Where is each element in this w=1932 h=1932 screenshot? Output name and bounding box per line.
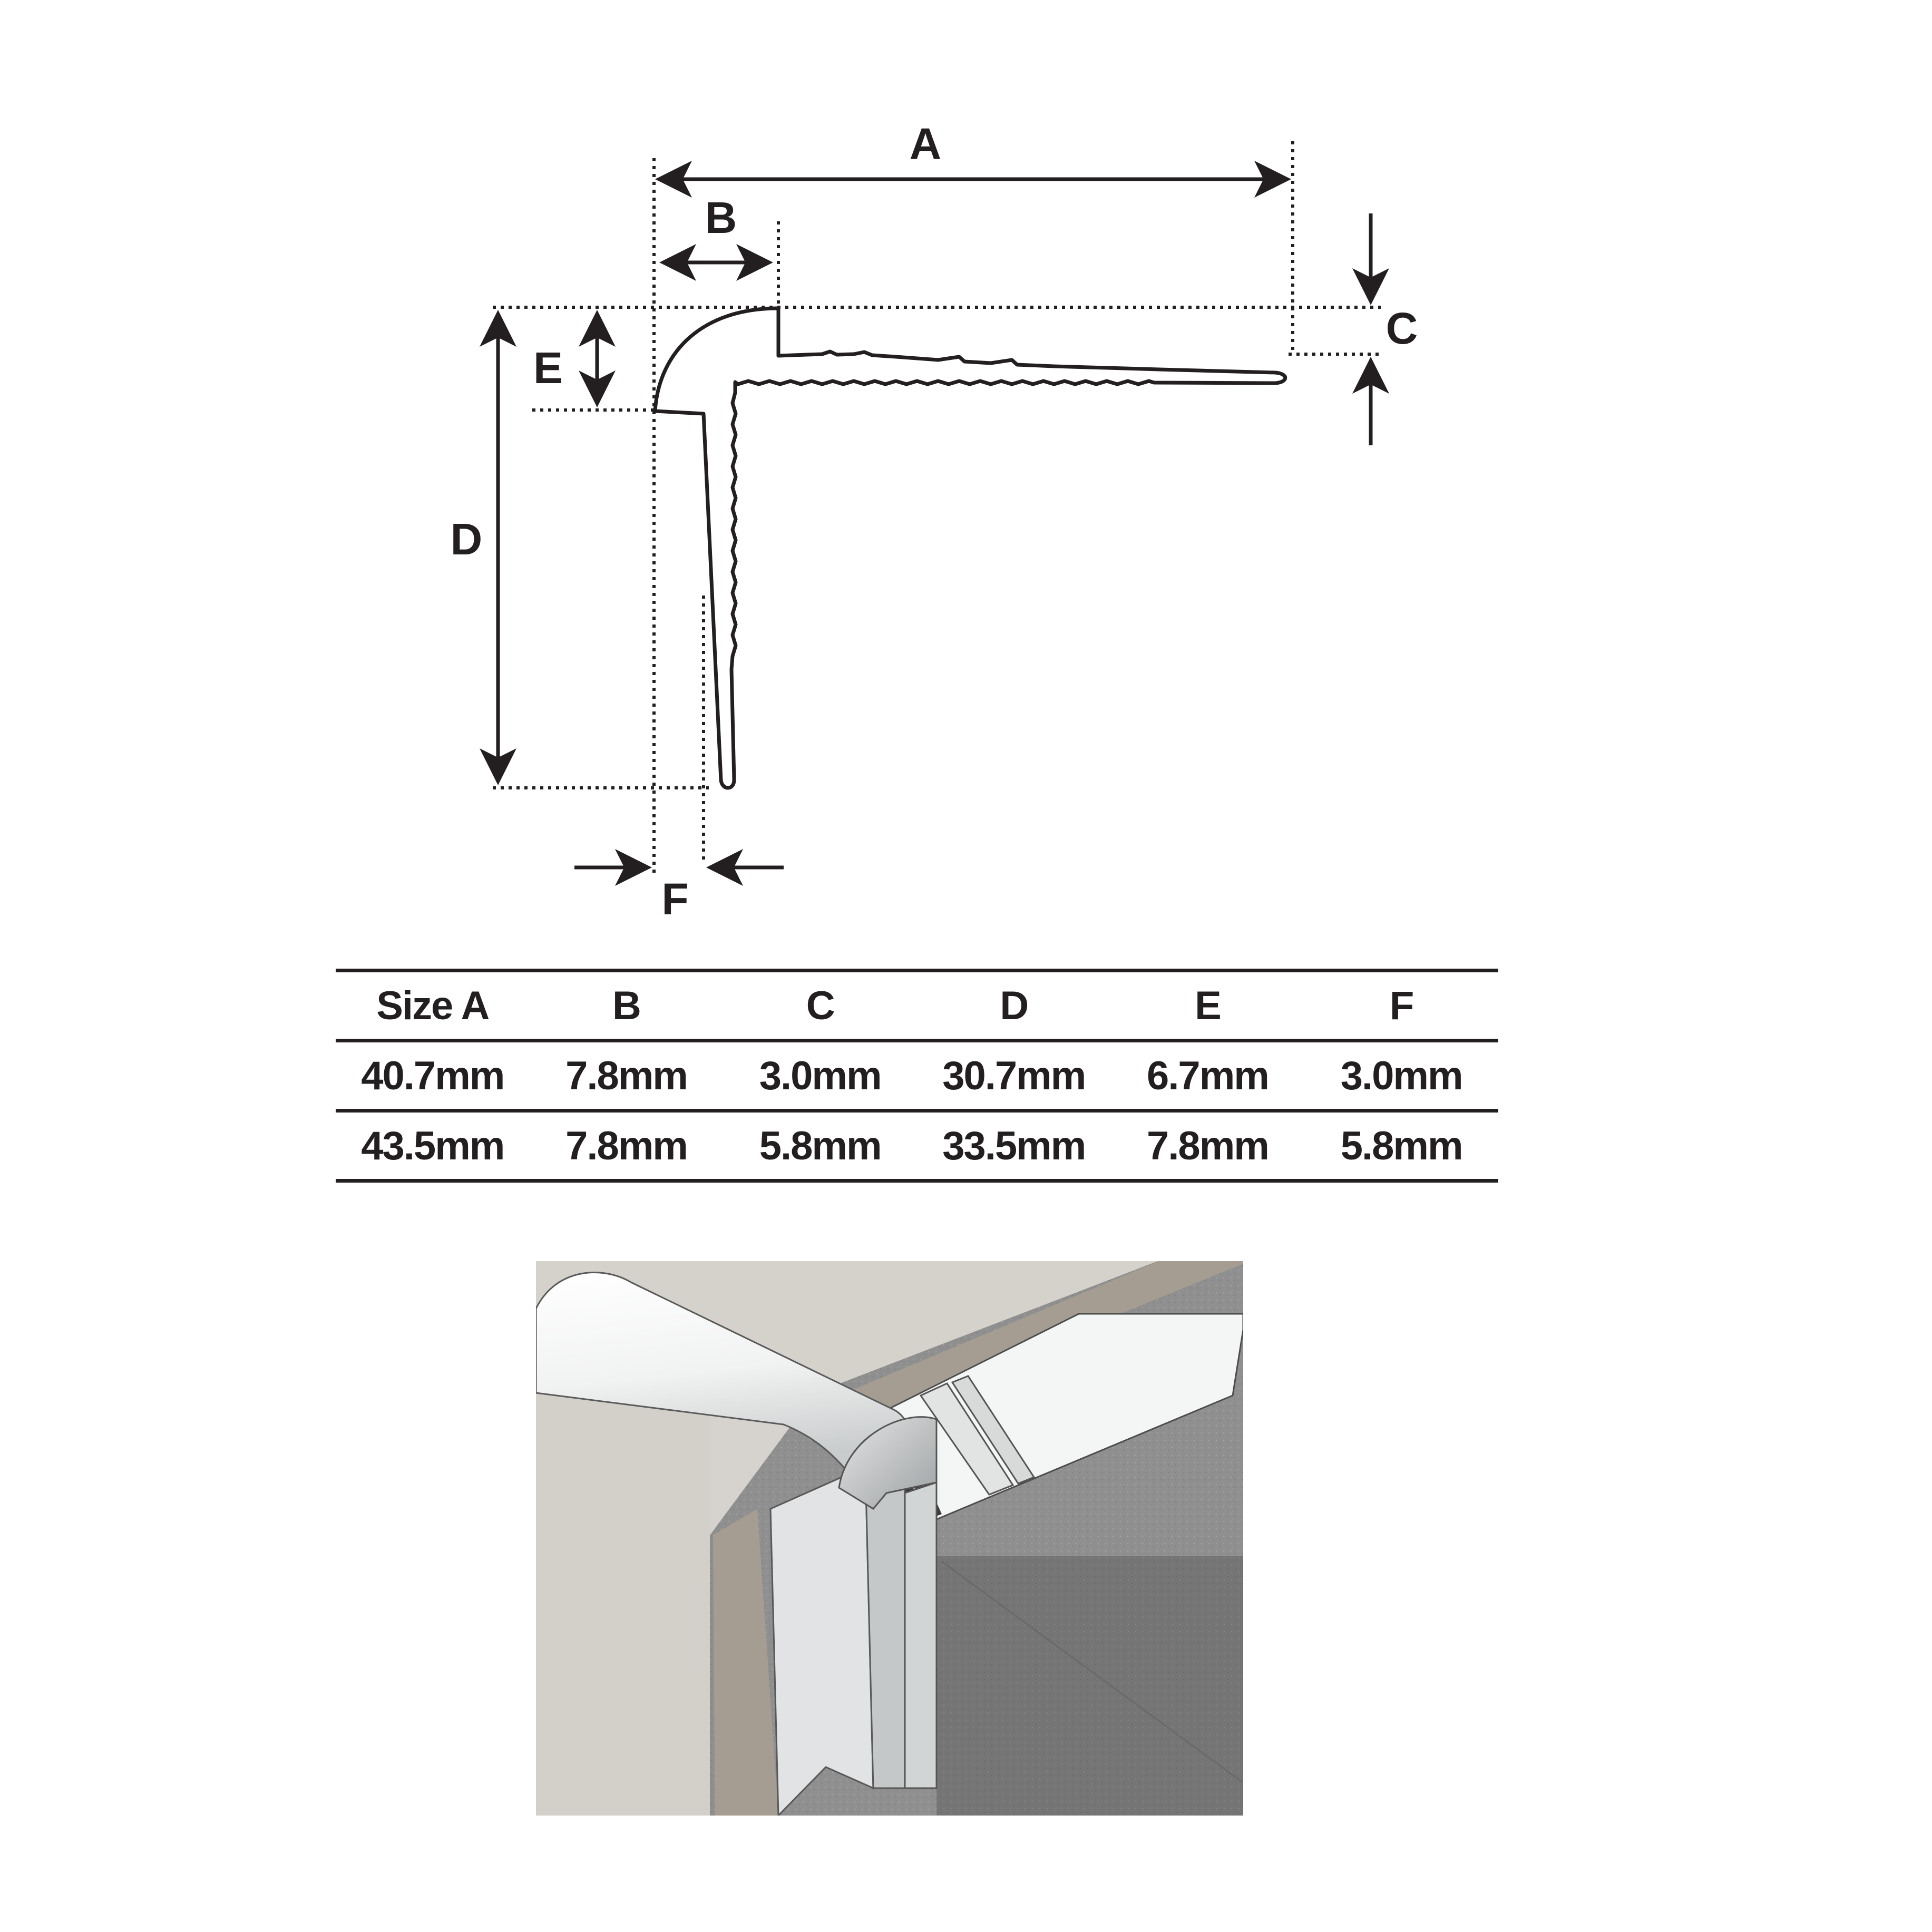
illustration-art xyxy=(536,1261,1243,1816)
concrete-riser xyxy=(936,1556,1243,1816)
cell-e: 6.7mm xyxy=(1147,1053,1270,1098)
extension-lines xyxy=(493,141,1381,877)
cell-d: 30.7mm xyxy=(942,1053,1086,1098)
dimension-arrows xyxy=(480,161,1389,886)
nosing-profile xyxy=(653,306,1287,790)
header-d: D xyxy=(1000,983,1029,1028)
cell-f: 5.8mm xyxy=(1340,1123,1463,1168)
stair-nosing-installed-illustration xyxy=(536,1261,1243,1816)
grout-line-vertical xyxy=(713,1509,778,1816)
dimension-label-e: E xyxy=(533,343,563,393)
header-c: C xyxy=(806,983,835,1028)
cell-d: 33.5mm xyxy=(942,1123,1086,1168)
cell-size-a: 40.7mm xyxy=(361,1053,505,1098)
anti-slip-strip-1 xyxy=(919,1382,1014,1496)
header-b: B xyxy=(612,983,641,1028)
table-row: 43.5mm 7.8mm 5.8mm 33.5mm 7.8mm 5.8mm xyxy=(336,1111,1498,1181)
profile-nosing-end-cap xyxy=(838,1416,938,1510)
cell-size-a: 43.5mm xyxy=(361,1123,505,1168)
cell-c: 5.8mm xyxy=(759,1123,882,1168)
dimension-label-a: A xyxy=(910,119,942,169)
dimension-label-f: F xyxy=(661,874,688,924)
size-table-header-row: Size A B C D E F xyxy=(336,970,1498,1041)
dimension-label-b: B xyxy=(705,193,737,242)
profile-vertical-leg xyxy=(769,1465,874,1816)
profile-outline xyxy=(653,306,1287,790)
anti-slip-strip-2 xyxy=(951,1375,1036,1485)
header-e: E xyxy=(1195,983,1222,1028)
table-row: 40.7mm 7.8mm 3.0mm 30.7mm 6.7mm 3.0mm xyxy=(336,1041,1498,1111)
header-size-a: Size A xyxy=(376,983,490,1028)
header-f: F xyxy=(1389,983,1414,1028)
dimension-label-d: D xyxy=(451,514,483,564)
profile-drawing: A B C D E F xyxy=(451,119,1418,924)
cell-c: 3.0mm xyxy=(759,1053,882,1098)
size-table: Size A B C D E F 40.7mm 7.8mm 3.0mm 30.7… xyxy=(336,969,1498,1183)
cell-b: 7.8mm xyxy=(565,1053,688,1098)
cell-f: 3.0mm xyxy=(1340,1053,1463,1098)
tile-face-left xyxy=(536,1393,710,1816)
cell-e: 7.8mm xyxy=(1147,1123,1270,1168)
dimension-label-c: C xyxy=(1386,304,1418,353)
cell-b: 7.8mm xyxy=(565,1123,688,1168)
